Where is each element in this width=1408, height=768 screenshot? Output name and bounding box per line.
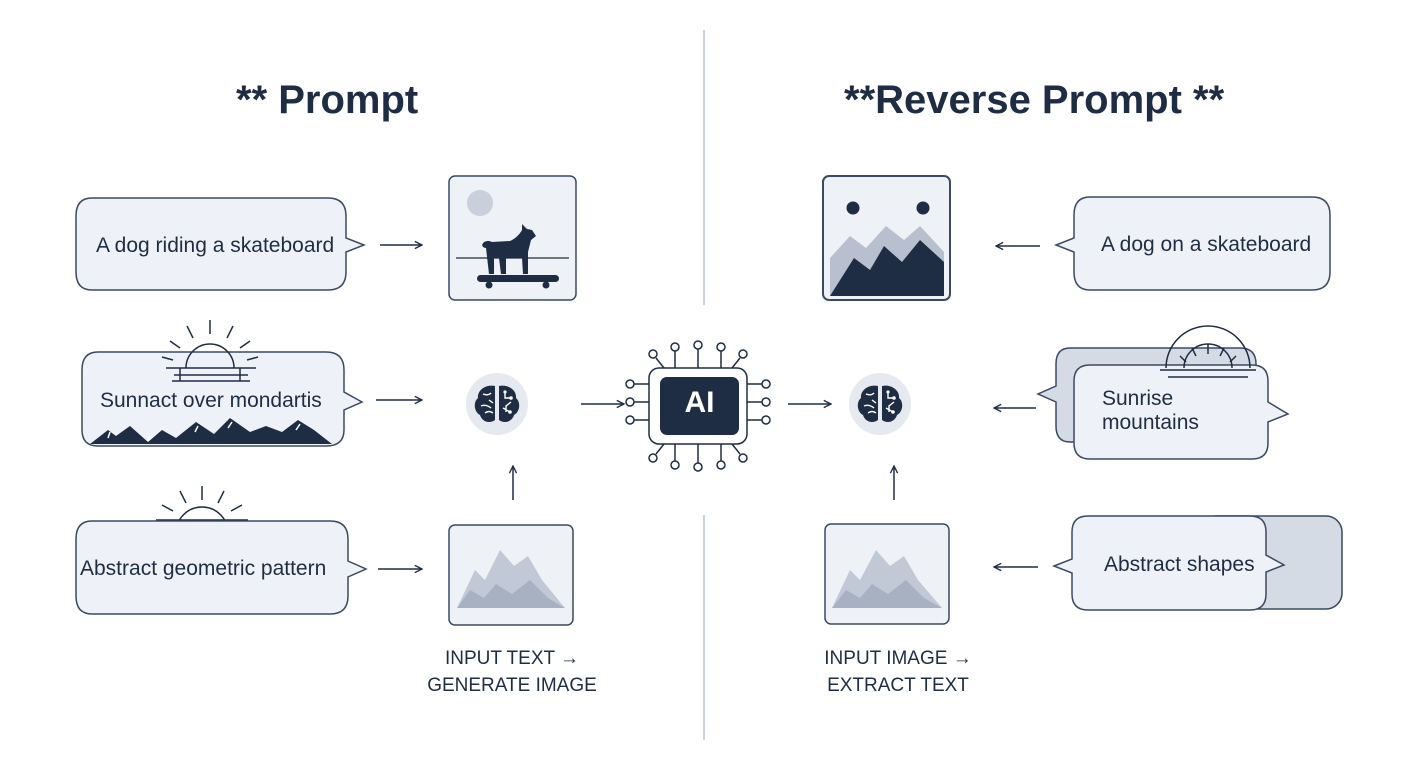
prompt-text-1: A dog riding a skateboard (96, 234, 335, 257)
reverse-bubble-2 (1073, 364, 1290, 460)
reverse-text-2: Sunrise mountains (1102, 387, 1199, 434)
prompt-bubble-3 (75, 520, 368, 615)
caption-left: INPUT TEXT → GENERATE IMAGE (412, 645, 612, 699)
chip-icon (625, 340, 771, 472)
ai-chip-label: AI (684, 386, 715, 419)
caption-right-line1: INPUT IMAGE → (824, 648, 972, 669)
sun-icon (467, 190, 493, 216)
prompt-bubble-2 (81, 351, 364, 447)
dog-icon (482, 224, 536, 274)
caption-left-line1: INPUT TEXT → (444, 648, 580, 669)
brain-node-right (849, 373, 911, 435)
prompt-text-2: Sunnact over mondartis (100, 389, 322, 412)
prompt-text-3: Abstract geometric pattern (80, 557, 327, 580)
image-dog-skateboard (448, 175, 577, 301)
image-input-shapes (824, 523, 950, 625)
title-reverse-prompt: **Reverse Prompt ** (844, 78, 1225, 122)
reverse-text-3: Abstract shapes (1104, 553, 1255, 576)
sunrise-icon-right (1160, 325, 1256, 378)
caption-right-line2: EXTRACT TEXT (827, 675, 969, 696)
image-input-mountains (822, 175, 951, 301)
brain-node-left (466, 373, 528, 435)
title-prompt: ** Prompt (236, 78, 419, 122)
sunrise-icon (161, 320, 259, 382)
reverse-bubble-3 (1051, 515, 1286, 611)
prompt-bubble-1 (75, 197, 367, 291)
reverse-text-1: A dog on a skateboard (1101, 233, 1312, 256)
image-generated-mountains (448, 524, 574, 626)
caption-left-line2: GENERATE IMAGE (427, 675, 597, 696)
skateboard-icon (477, 275, 559, 282)
caption-right: INPUT IMAGE → EXTRACT TEXT (798, 645, 998, 699)
reverse-bubble-1 (1053, 196, 1331, 291)
mountain-icon (90, 418, 332, 444)
